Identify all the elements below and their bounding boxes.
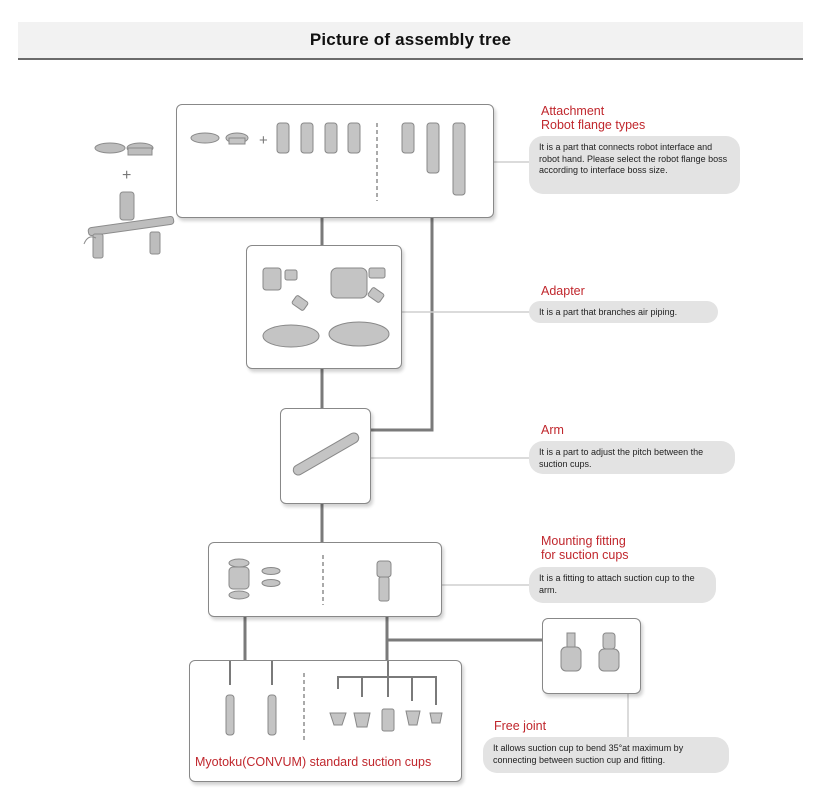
hand-cup-right: [149, 231, 161, 255]
page-header: Picture of assembly tree: [18, 22, 803, 60]
adapter-title: Adapter: [541, 284, 585, 298]
flange-disc-left: [94, 142, 126, 154]
long-boss-part-3: [452, 122, 466, 196]
attachment-parts: +: [190, 122, 466, 201]
adapter-parts: [262, 267, 390, 348]
free-joint-body-right: [598, 648, 620, 672]
cup-long-1: [225, 694, 235, 736]
leader-lines: [370, 161, 629, 742]
adapter-block-large: [330, 267, 368, 299]
cup-long-2: [267, 694, 277, 736]
cup-bell-3: [405, 710, 421, 726]
boss-part-1: [276, 122, 290, 154]
adapter-plate-small: [262, 324, 320, 348]
flange-part-2-base: [228, 137, 246, 145]
attachment-title-line1: Attachment: [541, 104, 605, 118]
free-joint-title: Free joint: [494, 719, 547, 733]
adapter-fitting-small: [284, 269, 298, 281]
adapter-description: It is a part that branches air piping.: [529, 301, 718, 323]
adapter-block-small: [262, 267, 282, 291]
boss-part-3: [324, 122, 338, 154]
tree-connectors: [243, 216, 542, 660]
free-joint-parts: [560, 632, 620, 672]
attachment-box: +: [176, 104, 494, 218]
arm-title: Arm: [541, 423, 564, 437]
adapter-fitting-large: [368, 267, 386, 279]
adapter-plate-large: [328, 321, 390, 347]
free-joint-box: [542, 618, 641, 694]
attachment-title-line2: Robot flange types: [541, 118, 646, 132]
hand-hose: [83, 236, 97, 245]
arm-box: [280, 408, 371, 504]
mounting-washer-top: [228, 558, 250, 568]
adapter-elbow-small: [291, 295, 309, 311]
suction-cups-label: Myotoku(CONVUM) standard suction cups: [195, 755, 432, 769]
attachment-description: It is a part that connects robot interfa…: [529, 136, 740, 194]
boss-part-4: [347, 122, 361, 154]
free-joint-description: It allows suction cup to bend 35°at maxi…: [483, 737, 729, 773]
mounting-nut: [228, 566, 250, 590]
connector-attachment-arm: [370, 216, 434, 432]
long-boss-part-2: [426, 122, 440, 174]
free-joint-head-right: [602, 632, 616, 650]
cup-bell-2: [353, 712, 371, 728]
suction-cups-parts: [225, 661, 443, 741]
arm-bar: [292, 432, 360, 476]
flange-part-1: [190, 132, 220, 144]
arm-description: It is a part to adjust the pitch between…: [529, 441, 735, 474]
boss-part-2: [300, 122, 314, 154]
arm-part: [292, 432, 360, 476]
mounting-title-line2: for suction cups: [541, 548, 629, 562]
mounting-screw-body: [378, 576, 390, 602]
mounting-ring-2: [261, 579, 281, 587]
mounting-title: Mounting fitting for suction cups: [541, 534, 629, 562]
adapter-box: [246, 245, 402, 369]
mounting-screw-head: [376, 560, 392, 578]
plus-sign-attachment: +: [259, 132, 268, 149]
free-joint-body-left: [560, 646, 582, 672]
plus-sign-left: +: [122, 167, 131, 184]
mounting-box: [208, 542, 442, 617]
page-title: Picture of assembly tree: [309, 30, 512, 49]
mounting-title-line1: Mounting fitting: [541, 534, 626, 548]
cup-bell-1: [329, 712, 347, 726]
long-boss-part-1: [401, 122, 415, 154]
mounting-description: It is a fitting to attach suction cup to…: [529, 567, 716, 603]
suction-cups-box: [189, 660, 462, 782]
cup-bellows: [381, 708, 395, 732]
mounting-parts: [228, 555, 392, 605]
mounting-ring-1: [261, 567, 281, 575]
mounting-washer-bottom: [228, 590, 250, 600]
flange-boss: [127, 147, 153, 156]
attachment-title: Attachment Robot flange types: [541, 104, 645, 132]
hand-column: [119, 191, 135, 221]
hand-cup-left: [92, 233, 104, 259]
robot-hand-parts: [83, 142, 175, 259]
hand-arm-bar: [87, 215, 175, 237]
free-joint-stem-left: [566, 632, 576, 648]
cup-bell-4: [429, 712, 443, 724]
adapter-elbow-large: [367, 287, 385, 303]
